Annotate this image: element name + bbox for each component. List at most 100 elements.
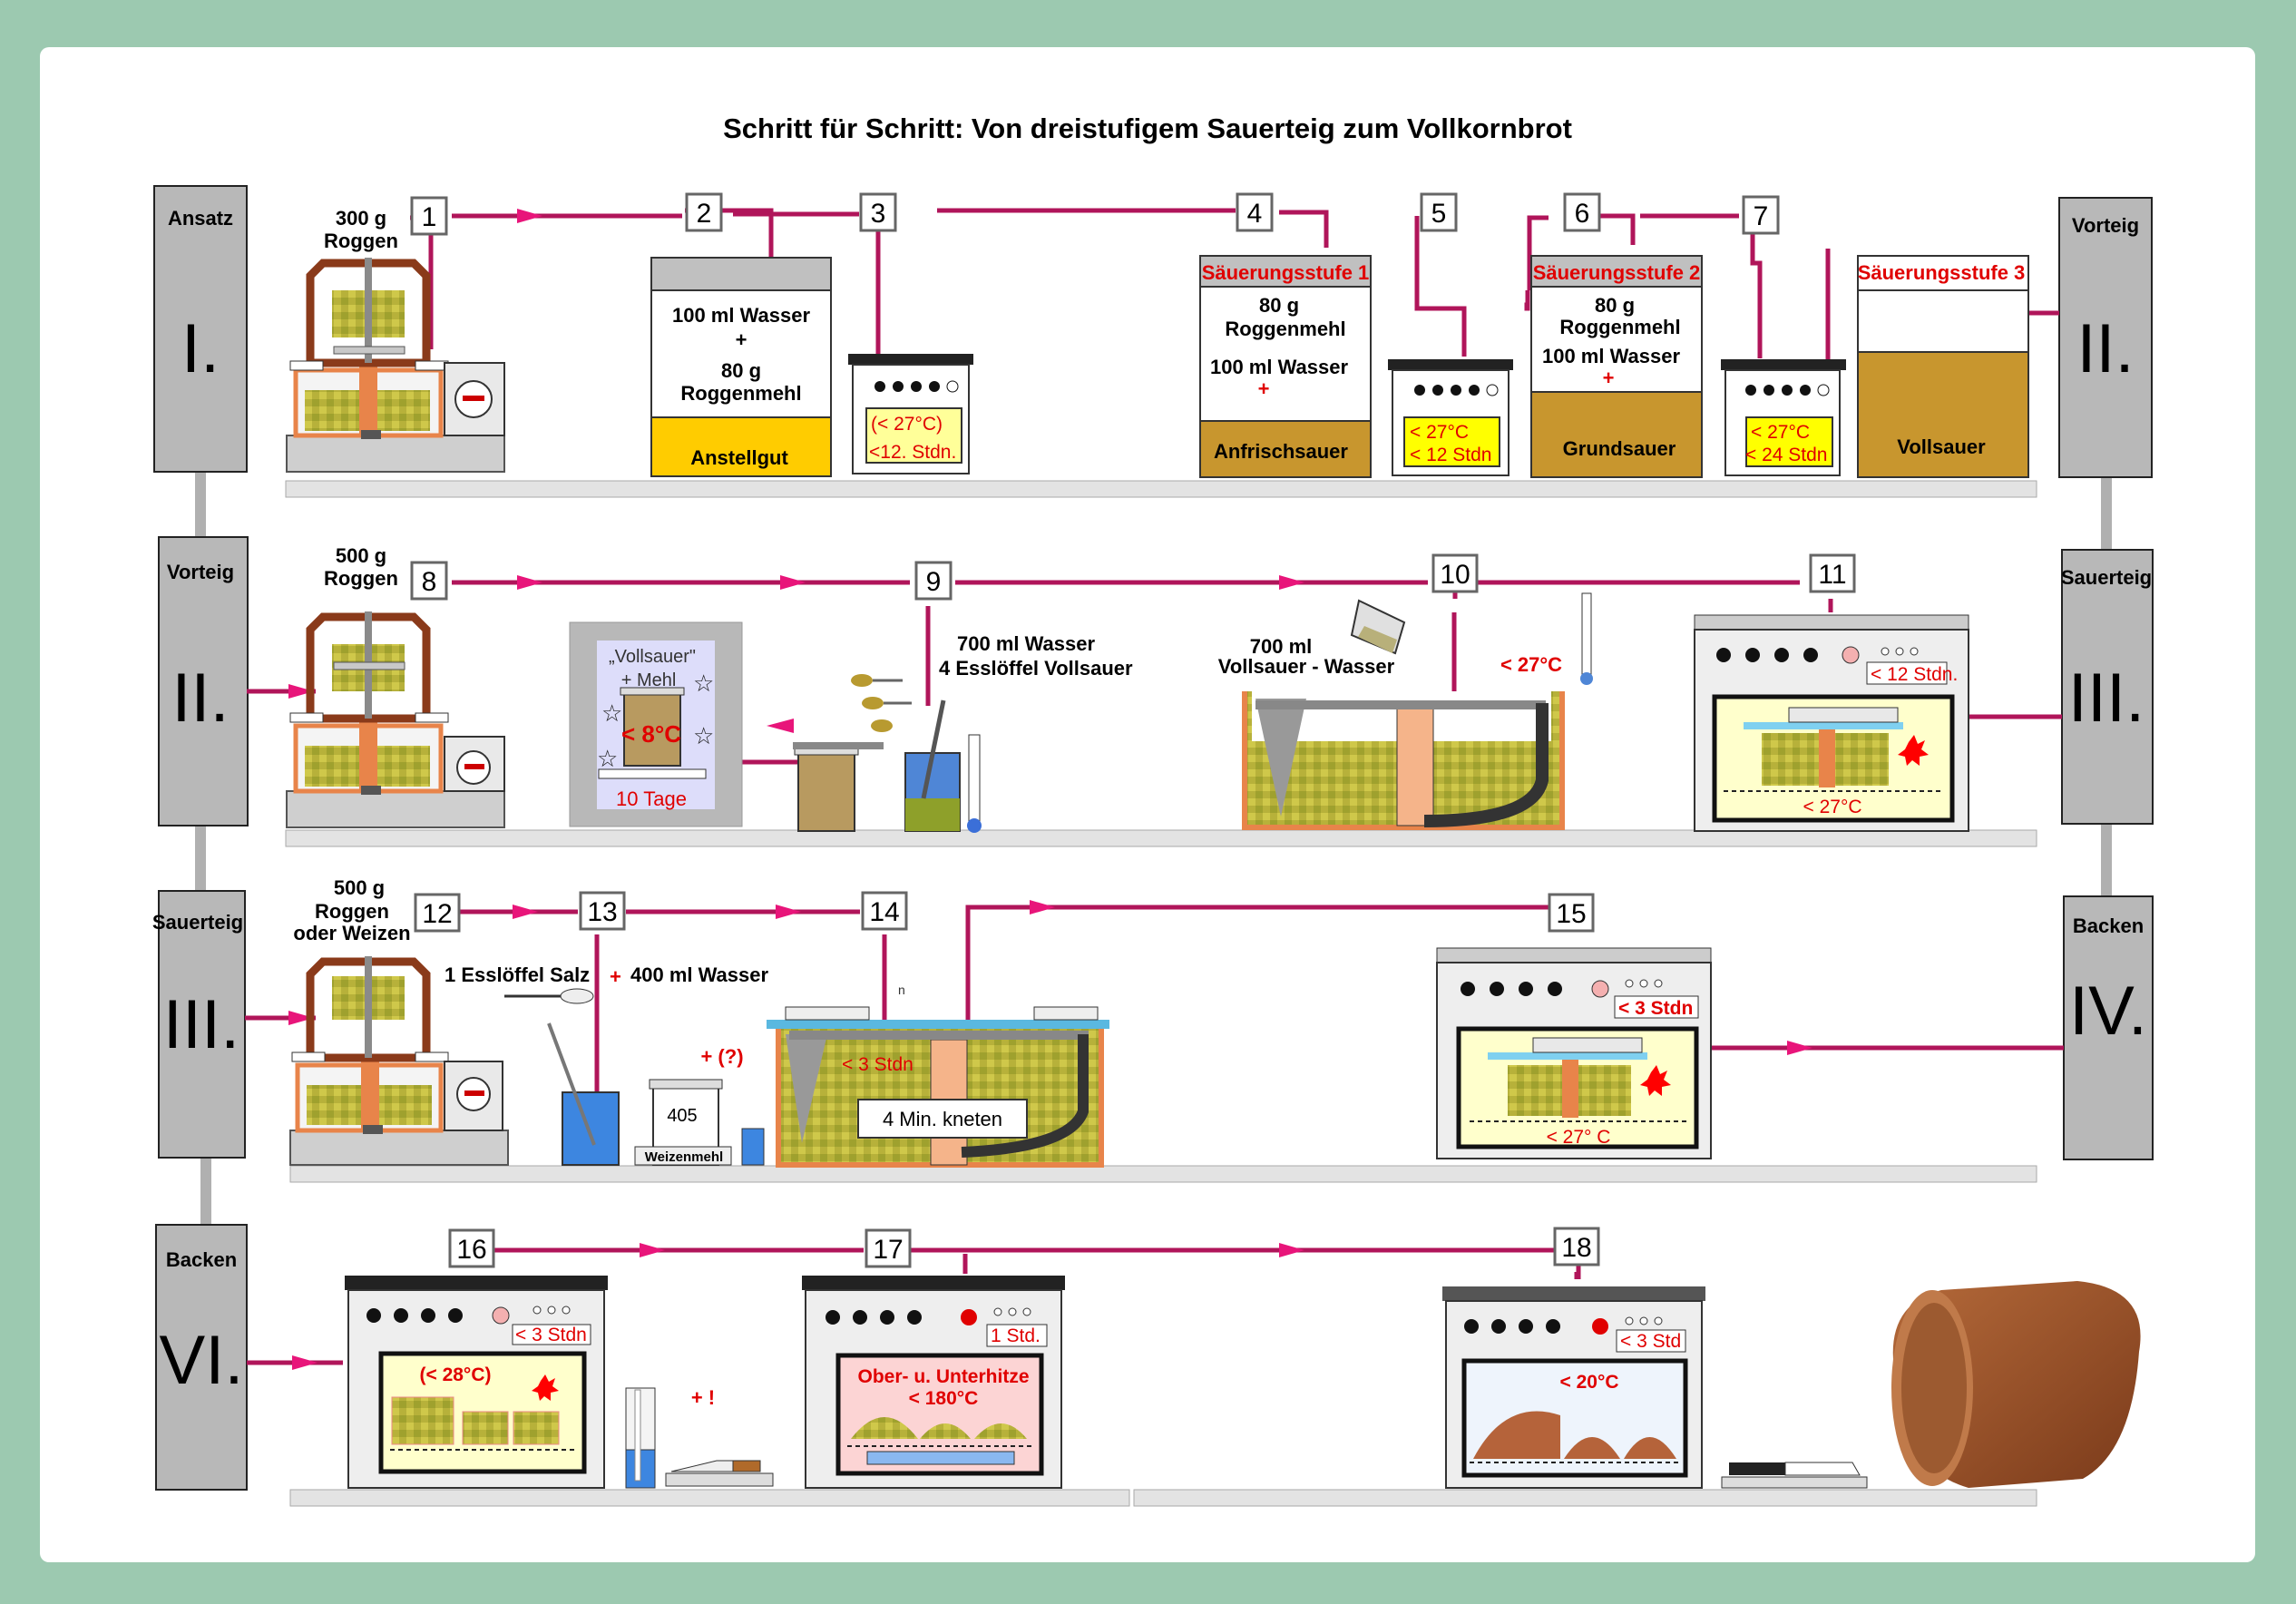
shelf-row-3 [289, 1165, 2037, 1183]
svg-text:+: + [736, 328, 747, 351]
container-label: Vollsauer [1897, 435, 1986, 458]
step-badge-7: 7 [1742, 195, 1780, 235]
svg-text:(< 27°C): (< 27°C) [871, 414, 943, 435]
svg-text:< 27° C: < 27° C [1547, 1127, 1611, 1148]
step-badge-11: 11 [1809, 553, 1856, 593]
svg-text:2: 2 [697, 199, 712, 229]
svg-text:+: + [610, 965, 621, 988]
flow-pipes [245, 208, 2064, 1365]
side-panel-numeral: VI. [160, 1322, 244, 1399]
step-badge-8: 8 [410, 561, 448, 601]
mill-grain: Roggen [324, 230, 398, 252]
panel-connector [2101, 477, 2112, 550]
svg-text:+: + [1603, 367, 1615, 389]
step-badge-5: 5 [1420, 192, 1458, 232]
side-panel-sauerteig-left: Sauerteig III. [152, 890, 246, 1159]
svg-text:Roggenmehl: Roggenmehl [1225, 318, 1345, 340]
step-badge-13: 13 [579, 891, 626, 931]
svg-text:„Vollsauer": „Vollsauer" [609, 647, 696, 667]
step-badge-16: 16 [448, 1228, 495, 1268]
knife [665, 1460, 774, 1487]
svg-text:☆: ☆ [693, 722, 714, 749]
svg-text:500 g: 500 g [334, 876, 385, 899]
side-panel-numeral: III. [163, 986, 239, 1063]
svg-text:3: 3 [871, 199, 886, 229]
step-badge-15: 15 [1548, 893, 1595, 933]
kneading-trough [1242, 592, 1593, 830]
svg-text:< 3 Std: < 3 Std [1620, 1331, 1681, 1352]
svg-text:7: 7 [1754, 201, 1769, 231]
large-oven-16: < 3 Stdn (< 28°C) [345, 1276, 608, 1489]
side-panel-numeral: I. [181, 310, 220, 387]
svg-text:(< 28°C): (< 28°C) [419, 1364, 491, 1385]
side-panel-label: Backen [2073, 914, 2144, 937]
shelf-row-2 [285, 829, 2037, 847]
side-panel-label: Sauerteig [2061, 566, 2152, 589]
large-oven-17: 1 Std. Ober- u. Unterhitze < 180°C [802, 1276, 1065, 1489]
svg-text:Roggenmehl: Roggenmehl [1559, 316, 1680, 338]
water-glass [547, 1022, 620, 1166]
side-panel-numeral: IV. [2069, 973, 2147, 1050]
side-panel-numeral: II. [2076, 310, 2134, 387]
step-badge-3: 3 [859, 192, 897, 232]
svg-text:☆: ☆ [693, 670, 714, 697]
svg-text:< 20°C: < 20°C [1559, 1372, 1618, 1393]
shelf-row-4b [1133, 1489, 2037, 1507]
svg-text:80 g: 80 g [721, 359, 761, 382]
mill-amount: 300 g [336, 207, 386, 230]
svg-text:n: n [898, 983, 905, 997]
side-panel-label: Backen [166, 1248, 237, 1271]
svg-text:+ (?): + (?) [700, 1045, 743, 1068]
svg-text:Säuerungsstufe 1: Säuerungsstufe 1 [1202, 261, 1370, 284]
svg-text:< 27°C: < 27°C [1751, 422, 1810, 443]
panel-connector [195, 826, 206, 891]
step-badge-2: 2 [685, 192, 723, 232]
container-stage-2: Säuerungsstufe 2 80 g Roggenmehl 100 ml … [1530, 255, 1703, 478]
svg-text:< 3 Stdn: < 3 Stdn [1618, 998, 1693, 1019]
svg-text:14: 14 [869, 897, 899, 927]
large-oven-18: < 3 Std < 20°C [1442, 1286, 1705, 1489]
svg-text:Vollsauer - Wasser: Vollsauer - Wasser [1218, 655, 1395, 678]
svg-text:500 g: 500 g [336, 544, 386, 567]
kitchen-scale [444, 736, 505, 792]
svg-text:10: 10 [1440, 560, 1470, 590]
side-panel-label: Ansatz [168, 207, 233, 230]
svg-text:13: 13 [587, 897, 617, 927]
panel-connector [2101, 824, 2112, 896]
step-badge-14: 14 [861, 891, 908, 931]
svg-text:100 ml Wasser: 100 ml Wasser [672, 304, 810, 327]
svg-text:16: 16 [456, 1235, 486, 1265]
panel-connector [195, 472, 206, 537]
step-badge-18: 18 [1553, 1227, 1600, 1267]
svg-text:+ Mehl: + Mehl [621, 670, 677, 690]
svg-text:< 12 Stdn.: < 12 Stdn. [1871, 664, 1958, 685]
large-oven-15: < 3 Stdn < 27° C [1436, 947, 1712, 1159]
flour-bag: 405 Weizenmehl [634, 1079, 765, 1166]
svg-text:18: 18 [1561, 1233, 1591, 1263]
svg-text:< 8°C: < 8°C [621, 720, 681, 748]
svg-text:Säuerungsstufe 3: Säuerungsstufe 3 [1858, 261, 2026, 284]
small-oven-7: < 27°C < 24 Stdn [1721, 359, 1846, 476]
svg-text:oder Weizen: oder Weizen [293, 922, 410, 944]
kitchen-scale [444, 1061, 503, 1131]
fridge-storage: „Vollsauer" + Mehl < 8°C 10 Tage ☆ ☆ ☆ ☆ [569, 621, 743, 827]
side-panel-ansatz: Ansatz I. [153, 185, 248, 473]
svg-text:15: 15 [1556, 899, 1586, 929]
svg-text:< 12 Stdn: < 12 Stdn [1410, 445, 1492, 465]
svg-text:+: + [1258, 377, 1270, 400]
svg-text:☆: ☆ [601, 699, 622, 727]
svg-text:< 27°C: < 27°C [1500, 653, 1562, 676]
svg-text:Ober- u. Unterhitze: Ober- u. Unterhitze [857, 1366, 1029, 1387]
step-badge-1: 1 [410, 196, 448, 236]
svg-text:1 Std.: 1 Std. [991, 1325, 1041, 1346]
container-anstellgut: 100 ml Wasser + 80 g Roggenmehl Anstellg… [650, 257, 832, 477]
side-panel-label: Vorteig [2072, 214, 2139, 237]
svg-text:☆: ☆ [597, 745, 618, 772]
kitchen-scale [444, 362, 505, 436]
svg-text:Roggen: Roggen [324, 567, 398, 590]
svg-text:100 ml Wasser: 100 ml Wasser [1542, 345, 1680, 367]
svg-text:11: 11 [1818, 560, 1846, 590]
step-badge-6: 6 [1563, 192, 1601, 232]
step-badge-9: 9 [914, 561, 953, 601]
